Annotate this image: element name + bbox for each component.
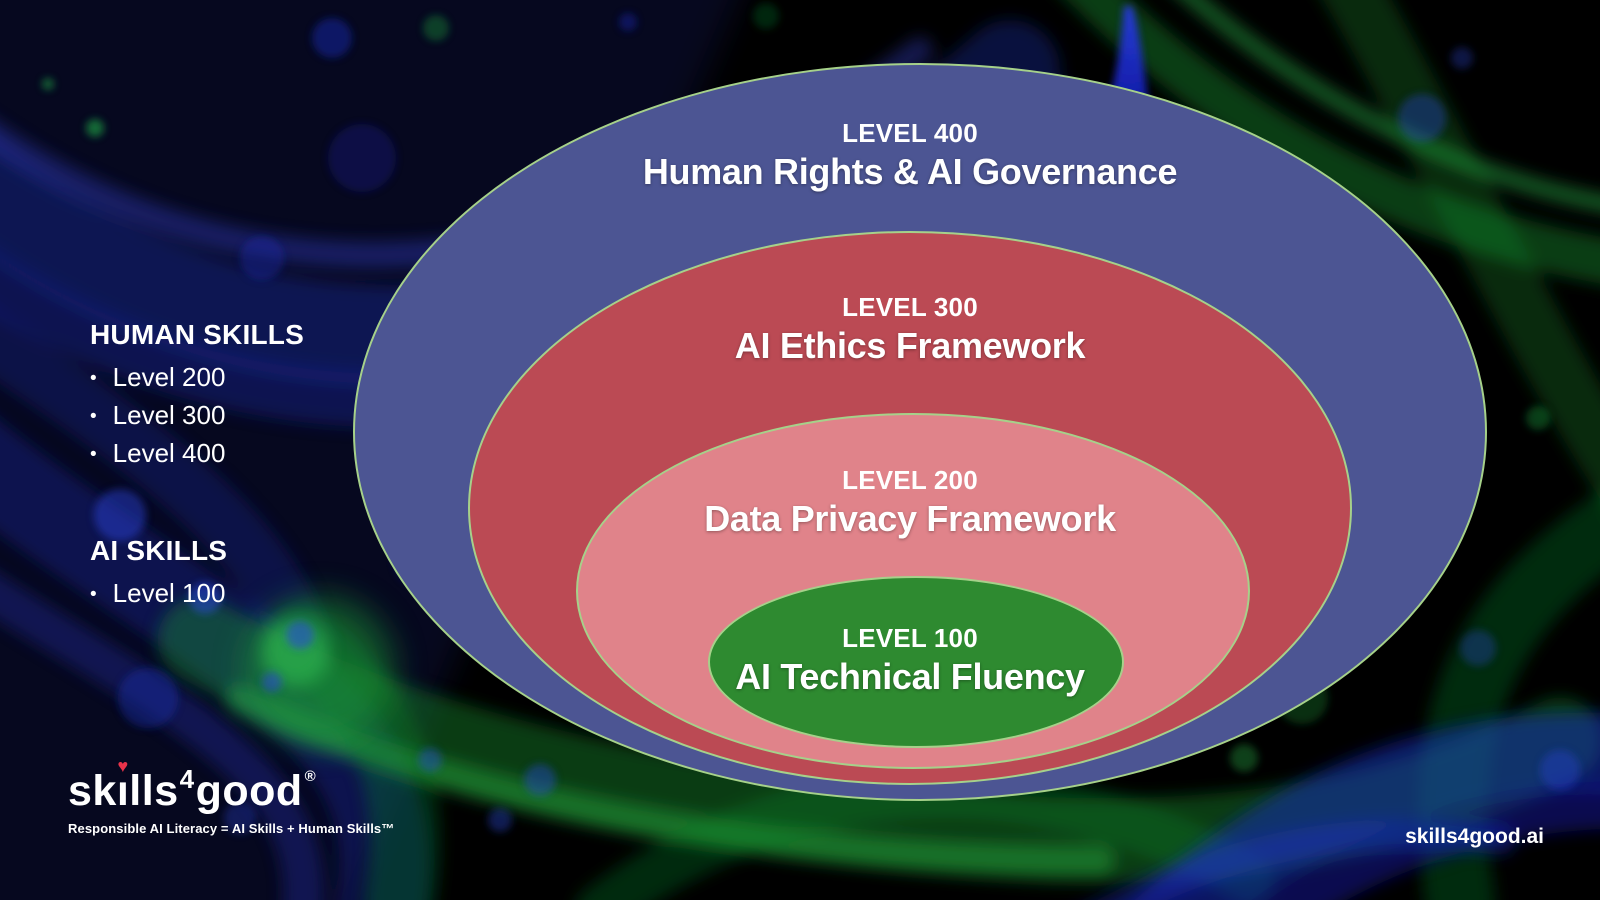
logo-text: sk [68, 767, 117, 815]
legend-item-level-400: • Level 400 [90, 436, 304, 474]
human-skills-heading: HUMAN SKILLS [90, 319, 304, 350]
logo-text: good [195, 767, 303, 815]
bullet-icon: • [90, 368, 97, 389]
logo-text: ı [116, 767, 130, 815]
level-300-title: AI Ethics Framework [734, 325, 1086, 366]
legend-item-level-100: • Level 100 [90, 576, 304, 614]
level-400-label: LEVEL 400 Human Rights & AI Governance [510, 116, 1310, 194]
logo-superscript-4: 4 [179, 764, 195, 794]
level-100-label: LEVEL 100 AI Technical Fluency [510, 621, 1310, 699]
legend-item-label: Level 100 [112, 578, 226, 608]
tagline: Responsible AI Literacy = AI Skills + Hu… [68, 821, 395, 836]
human-skills-list: • Level 200 • Level 300 • Level 400 [90, 360, 304, 474]
website-url: skills4good.ai [1405, 825, 1544, 848]
level-300-label: LEVEL 300 AI Ethics Framework [510, 290, 1310, 368]
level-200-title: Data Privacy Framework [704, 498, 1116, 539]
bullet-icon: • [90, 406, 97, 427]
bullet-icon: • [90, 444, 97, 465]
skills-legend: HUMAN SKILLS • Level 200 • Level 300 • L… [90, 318, 304, 614]
level-100-title: AI Technical Fluency [735, 656, 1085, 697]
level-200-label: LEVEL 200 Data Privacy Framework [510, 463, 1310, 541]
level-300-tag: LEVEL 300 [842, 292, 978, 322]
logo-text: lls [129, 767, 179, 815]
legend-item-label: Level 400 [112, 438, 226, 468]
ai-skills-heading: AI SKILLS [90, 535, 228, 566]
heart-icon: ♥ [117, 756, 129, 776]
level-400-title: Human Rights & AI Governance [642, 151, 1178, 192]
level-200-tag: LEVEL 200 [842, 465, 978, 495]
brand-footer: skı♥lls4good® Responsible AI Literacy = … [68, 757, 395, 836]
legend-item-label: Level 300 [112, 400, 226, 430]
ai-skills-list: • Level 100 [90, 576, 304, 614]
legend-item-level-200: • Level 200 [90, 360, 304, 398]
skills4good-logo: skı♥lls4good® [68, 757, 394, 815]
bullet-icon: • [90, 584, 97, 605]
registered-mark-icon: ® [304, 768, 317, 785]
legend-item-label: Level 200 [112, 362, 226, 392]
level-400-tag: LEVEL 400 [842, 118, 978, 148]
legend-item-level-300: • Level 300 [90, 398, 304, 436]
level-100-tag: LEVEL 100 [842, 623, 978, 653]
ellipse-level-100 [708, 576, 1124, 748]
